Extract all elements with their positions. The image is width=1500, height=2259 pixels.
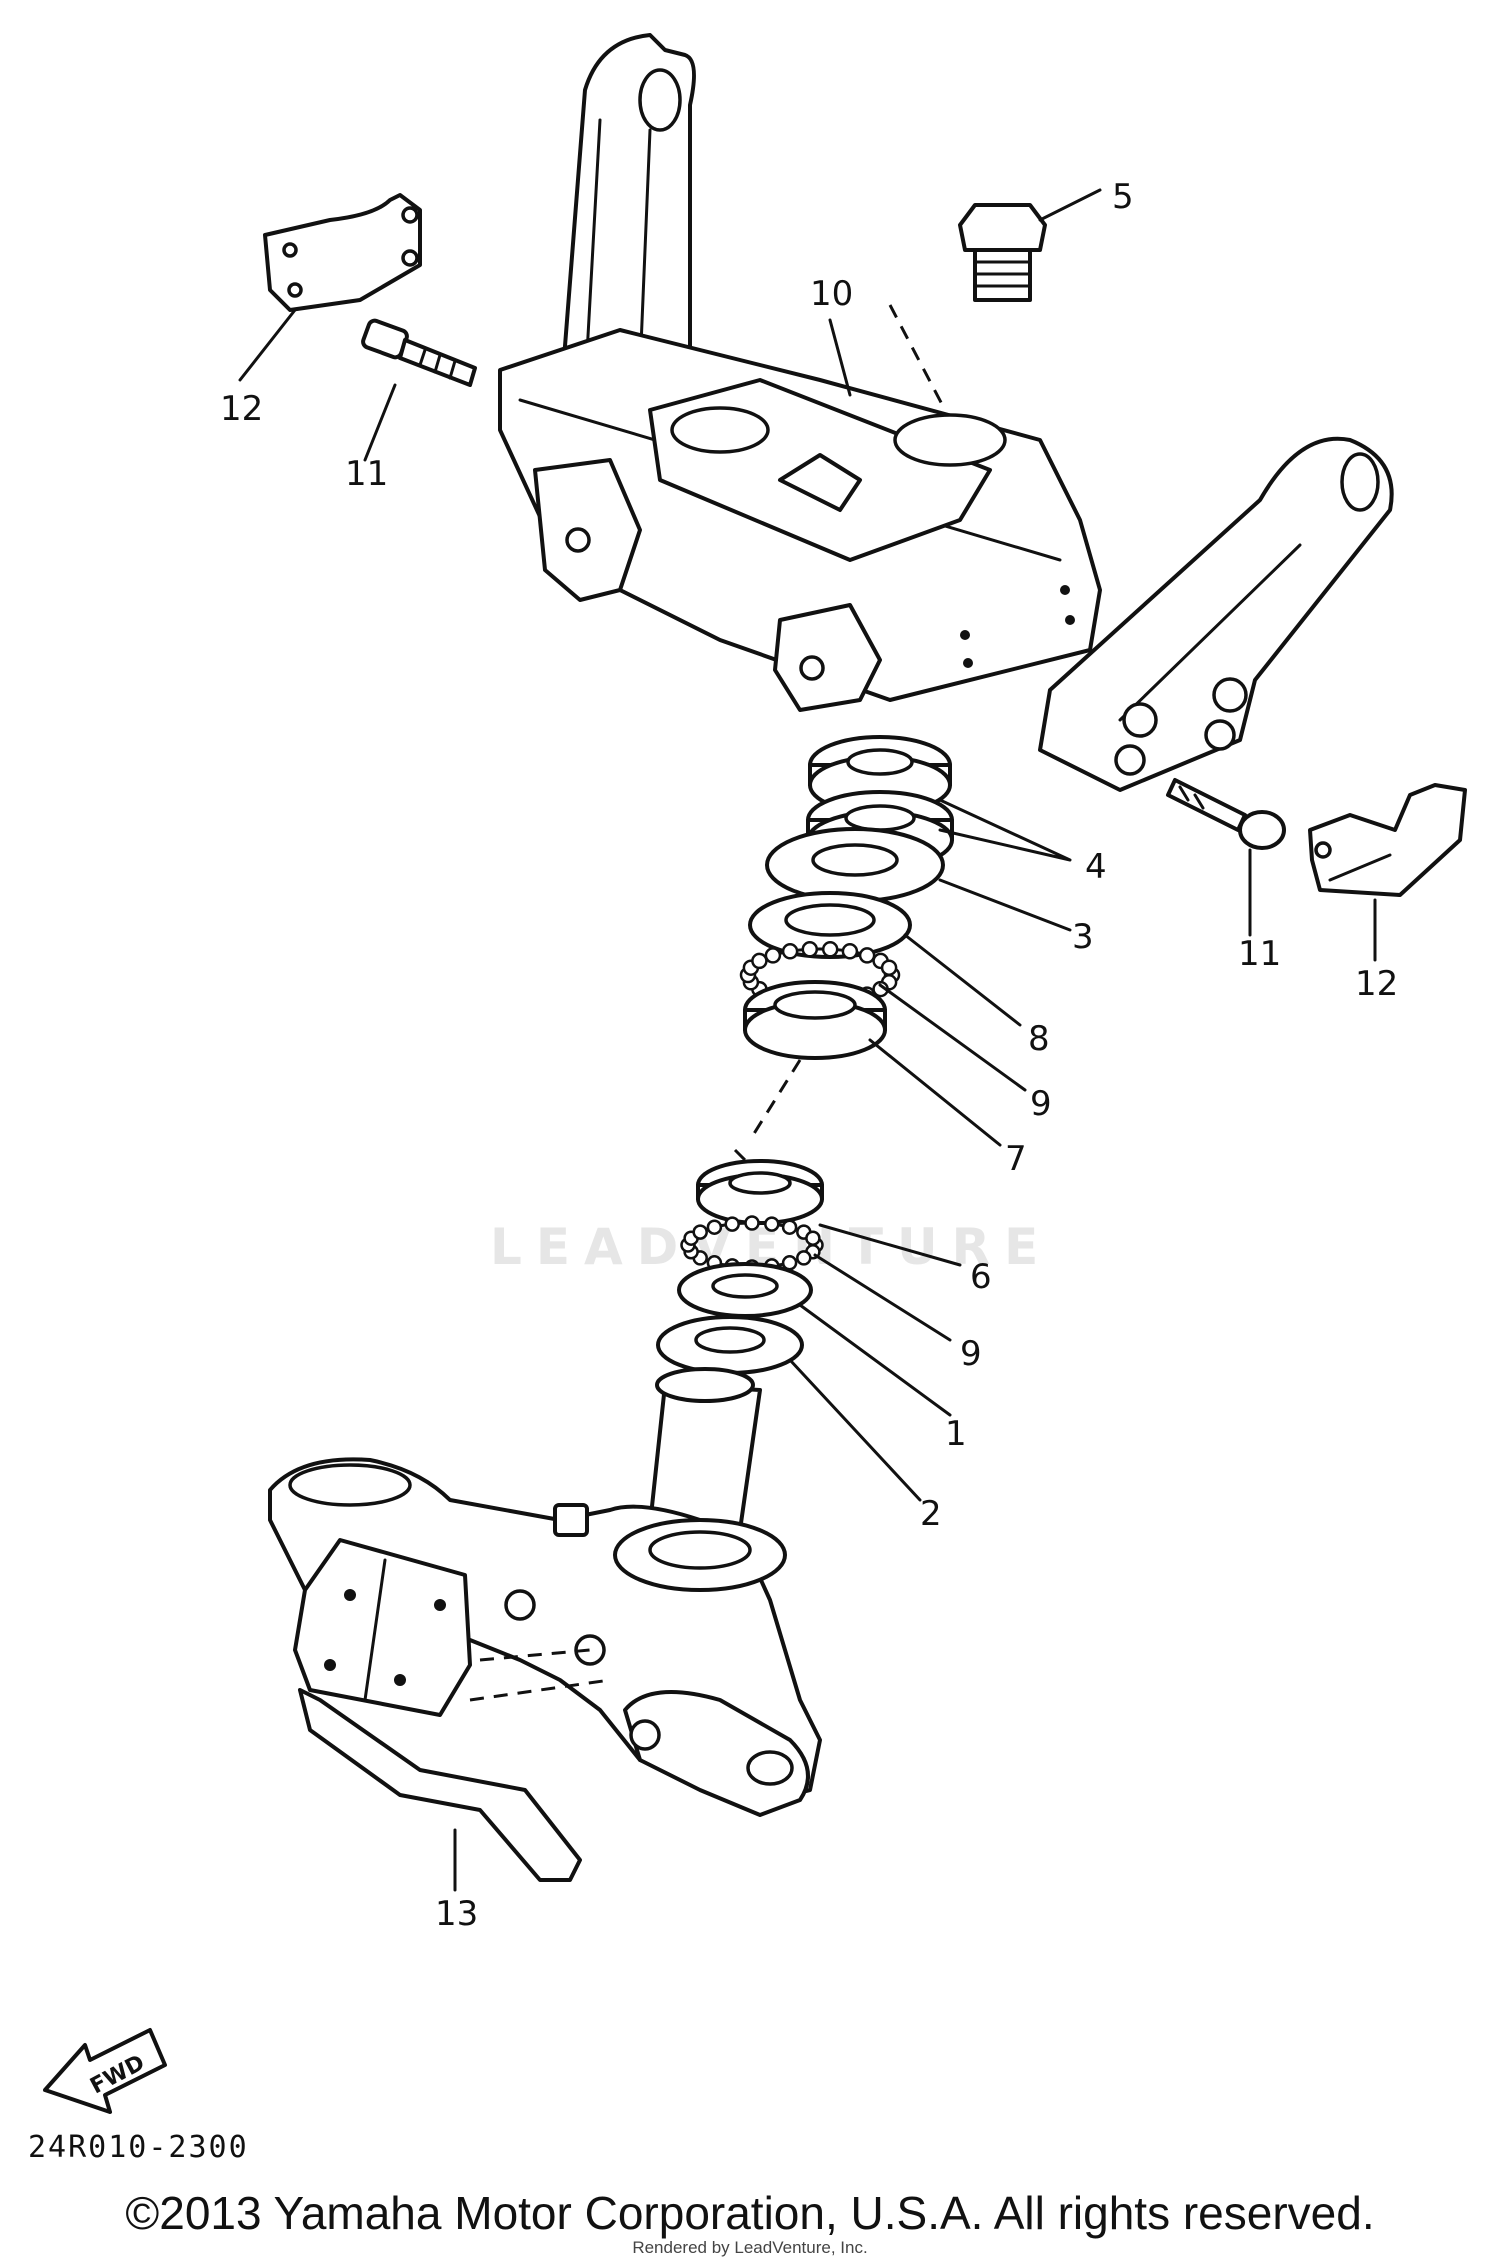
part-11-right-bolt[interactable] bbox=[1166, 778, 1286, 850]
callout-6: 6 bbox=[970, 1257, 992, 1297]
part-7-bearing-race[interactable] bbox=[743, 980, 887, 1060]
callout-labels: 5 10 12 11 4 3 8 9 7 11 12 6 9 1 2 13 bbox=[220, 177, 1398, 1934]
callout-3: 3 bbox=[1072, 917, 1094, 957]
callout-4: 4 bbox=[1085, 847, 1107, 887]
part-10-right-arm[interactable] bbox=[1038, 436, 1394, 792]
bearing-ball bbox=[821, 941, 839, 958]
render-credit: Rendered by LeadVenture, Inc. bbox=[632, 2238, 868, 2257]
callout-5: 5 bbox=[1112, 177, 1134, 217]
bearing-ball bbox=[724, 1216, 740, 1232]
fwd-arrow-icon: FWD bbox=[43, 2028, 167, 2114]
bearing-ball bbox=[796, 1250, 812, 1266]
part-6-bearing-race[interactable] bbox=[696, 1159, 824, 1225]
center-axis-upper bbox=[748, 1059, 802, 1141]
bearing-ball bbox=[744, 1215, 760, 1231]
bearing-ball bbox=[805, 1230, 821, 1246]
part-10-upper-bracket[interactable] bbox=[498, 33, 1102, 712]
callout-7: 7 bbox=[1005, 1139, 1027, 1179]
callout-12-left: 12 bbox=[220, 389, 263, 429]
bearing-ball bbox=[880, 959, 898, 976]
bearing-ball bbox=[801, 941, 819, 958]
diagram-code: 24R010-2300 bbox=[28, 2130, 249, 2165]
part-13-lower-bracket[interactable] bbox=[268, 1367, 822, 1882]
part-5-plug-bolt[interactable] bbox=[958, 203, 1047, 302]
part-12-left-bracket[interactable] bbox=[263, 193, 422, 312]
callout-2: 2 bbox=[920, 1494, 942, 1534]
bearing-ball bbox=[706, 1219, 723, 1235]
center-axis-lower bbox=[733, 1148, 747, 1162]
callout-13: 13 bbox=[435, 1894, 478, 1934]
part-3-washer[interactable] bbox=[765, 827, 945, 903]
part-12-right-bracket[interactable] bbox=[1308, 783, 1467, 897]
copyright-notice: ©2013 Yamaha Motor Corporation, U.S.A. A… bbox=[125, 2187, 1375, 2239]
callout-1: 1 bbox=[945, 1414, 967, 1454]
part-2-seal[interactable] bbox=[656, 1315, 804, 1375]
callout-9-upper: 9 bbox=[1030, 1084, 1052, 1124]
bearing-ball bbox=[692, 1224, 708, 1240]
callout-12-right: 12 bbox=[1355, 964, 1398, 1004]
bearing-ball bbox=[781, 1219, 798, 1235]
part-11-left-bolt[interactable] bbox=[361, 318, 477, 387]
bearing-ball bbox=[781, 943, 799, 960]
callout-11-right: 11 bbox=[1238, 934, 1281, 974]
callout-11-left: 11 bbox=[345, 454, 388, 494]
callout-9-lower: 9 bbox=[960, 1334, 982, 1374]
part-1-bearing-race[interactable] bbox=[677, 1262, 813, 1318]
callout-8: 8 bbox=[1028, 1019, 1050, 1059]
leader-lines bbox=[238, 188, 1377, 1892]
callout-10: 10 bbox=[810, 274, 853, 314]
bearing-ball bbox=[858, 947, 876, 964]
bearing-ball bbox=[841, 943, 859, 960]
bearing-ball bbox=[764, 947, 782, 964]
part-8-bearing-race[interactable] bbox=[748, 891, 912, 959]
bearing-ball bbox=[751, 952, 768, 970]
bearing-ball bbox=[764, 1216, 780, 1232]
